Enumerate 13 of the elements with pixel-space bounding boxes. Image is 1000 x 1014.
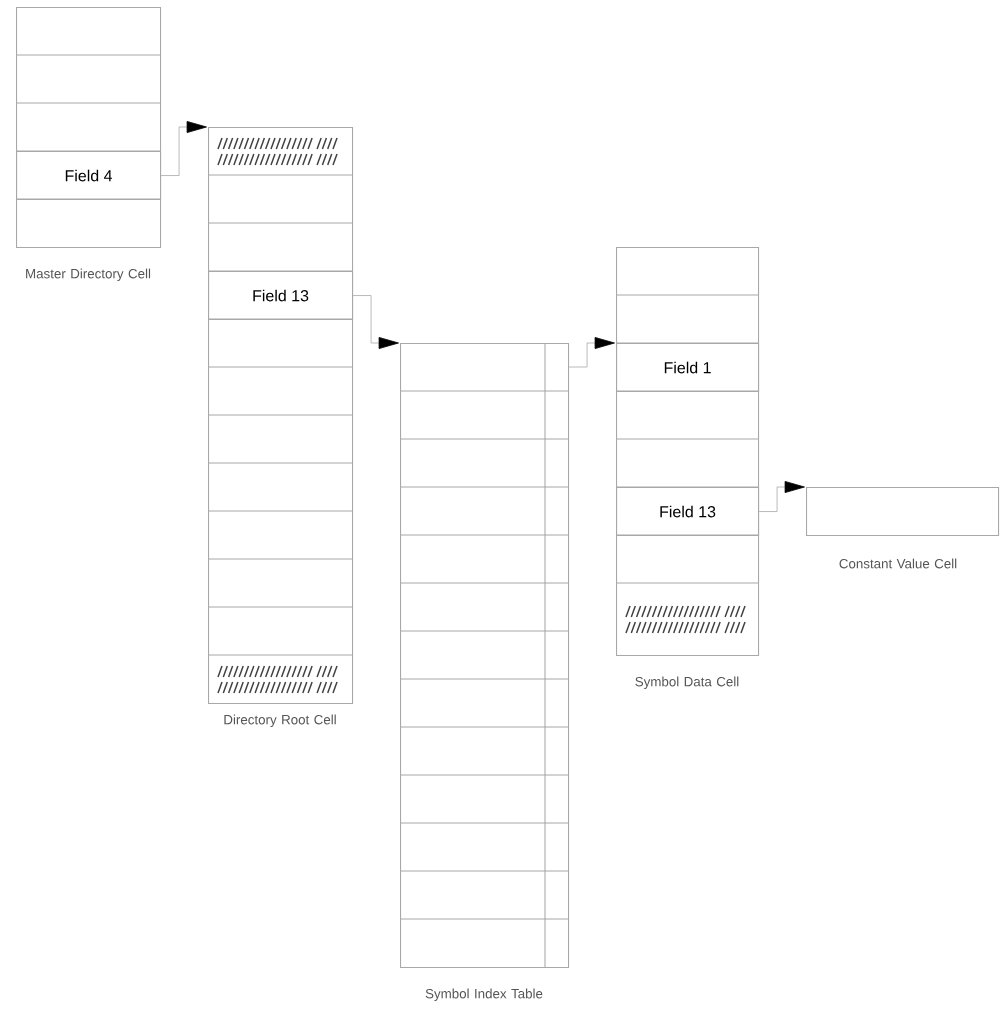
field-cell: Field 13 xyxy=(208,271,354,321)
table-caption: Symbol Index Table xyxy=(425,988,543,1002)
table-caption: Constant Value Cell xyxy=(839,558,957,569)
table-caption: Master Directory Cell xyxy=(26,268,151,282)
arrow xyxy=(352,295,399,349)
field-cell: Field 1 xyxy=(616,343,760,393)
field-cell: Field 13 xyxy=(616,487,760,537)
table-caption: Symbol Data Cell xyxy=(635,676,739,690)
arrow xyxy=(568,337,615,368)
arrow xyxy=(160,121,207,176)
field-cell: Field 4 xyxy=(16,151,162,201)
arrow xyxy=(758,481,805,512)
table-caption: Directory Root Cell xyxy=(224,714,336,728)
